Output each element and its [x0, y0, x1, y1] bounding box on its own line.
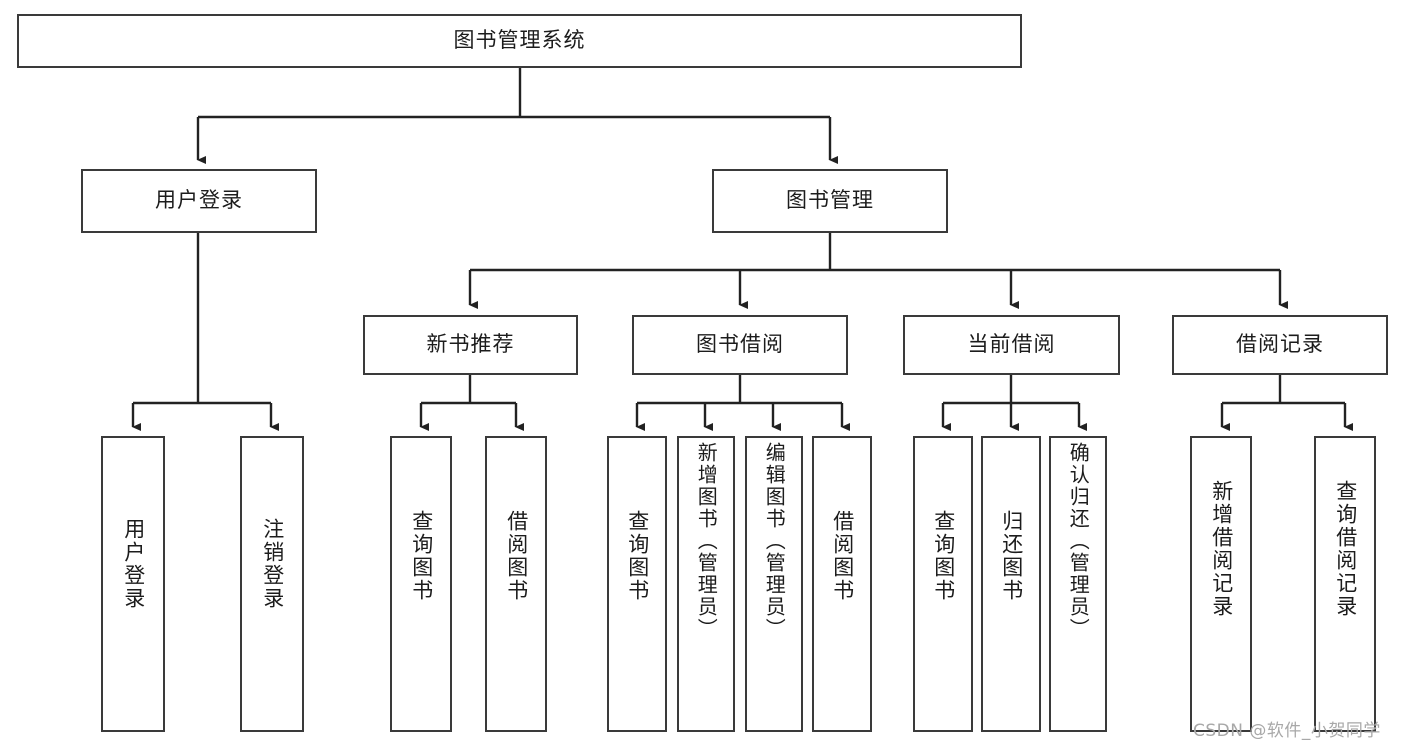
watermark: CSDN @软件_小贺同学 [1193, 721, 1381, 741]
node-new-book-rec[interactable]: 新书推荐 [363, 315, 578, 375]
node-user-login[interactable]: 用户登录 [81, 169, 317, 233]
node-current-borrow[interactable]: 当前借阅 [903, 315, 1120, 375]
node-label: 查询图书 [625, 510, 650, 602]
leaf-query-book-new-rec[interactable]: 查询图书 [390, 436, 452, 732]
leaf-user-login[interactable]: 用户登录 [101, 436, 165, 732]
leaf-confirm-return[interactable]: 确认归还（管理员） [1049, 436, 1107, 732]
node-label: 用户登录 [155, 188, 243, 213]
node-label: 归还图书 [999, 510, 1024, 602]
node-label: 新书推荐 [426, 332, 515, 357]
leaf-edit-book[interactable]: 编辑图书（管理员） [745, 436, 803, 732]
node-root[interactable]: 图书管理系统 [17, 14, 1022, 68]
leaf-add-book[interactable]: 新增图书（管理员） [677, 436, 735, 732]
node-book-manage[interactable]: 图书管理 [712, 169, 948, 233]
node-book-borrow[interactable]: 图书借阅 [632, 315, 848, 375]
leaf-query-record[interactable]: 查询借阅记录 [1314, 436, 1376, 732]
node-label: 新增图书（管理员） [694, 442, 719, 640]
node-label: 确认归还（管理员） [1066, 442, 1091, 640]
node-label: 注销登录 [260, 518, 285, 610]
node-label: 借阅图书 [504, 510, 529, 602]
node-label: 新增借阅记录 [1209, 480, 1234, 618]
node-label: 用户登录 [121, 518, 146, 610]
leaf-query-book-current[interactable]: 查询图书 [913, 436, 973, 732]
leaf-logout[interactable]: 注销登录 [240, 436, 304, 732]
node-label: 借阅图书 [830, 510, 855, 602]
leaf-return-book[interactable]: 归还图书 [981, 436, 1041, 732]
node-label: 查询图书 [931, 510, 956, 602]
node-borrow-record[interactable]: 借阅记录 [1172, 315, 1388, 375]
node-label: 图书管理系统 [453, 28, 586, 53]
leaf-add-record[interactable]: 新增借阅记录 [1190, 436, 1252, 732]
node-label: 查询借阅记录 [1333, 480, 1358, 618]
node-label: 编辑图书（管理员） [762, 442, 787, 640]
leaf-borrow-book-new-rec[interactable]: 借阅图书 [485, 436, 547, 732]
node-label: 借阅记录 [1236, 332, 1324, 357]
node-label: 查询图书 [409, 510, 434, 602]
node-label: 图书借阅 [696, 332, 784, 357]
leaf-borrow-book-borrow[interactable]: 借阅图书 [812, 436, 872, 732]
leaf-query-book-borrow[interactable]: 查询图书 [607, 436, 667, 732]
node-label: 当前借阅 [967, 332, 1056, 357]
node-label: 图书管理 [786, 188, 874, 213]
